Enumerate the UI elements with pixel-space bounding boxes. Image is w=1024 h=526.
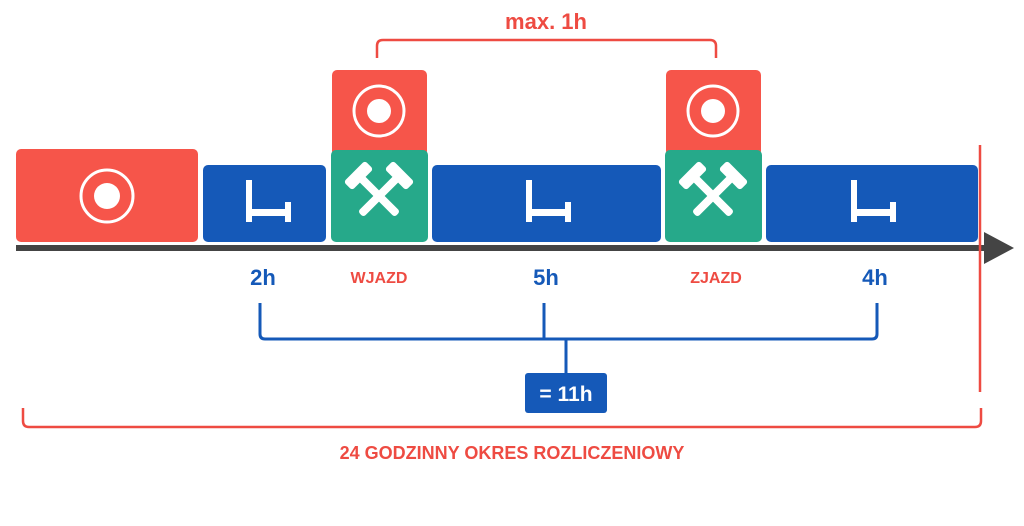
event-label-zjazd: ZJAZD [690, 270, 742, 287]
rest-sum-bracket [258, 303, 879, 341]
duration-label-4h: 4h [862, 265, 888, 290]
steering-target-icon [686, 84, 740, 138]
max-interval-label: max. 1h [505, 9, 587, 34]
segment-rest-2h [203, 165, 326, 242]
time-axis-arrow-icon [984, 232, 1014, 264]
bed-icon [246, 180, 291, 222]
rest-sum-box [525, 373, 607, 413]
period-bracket [21, 408, 983, 429]
duration-label-2h: 2h [250, 265, 276, 290]
event-label-wjazd: WJAZD [351, 270, 408, 287]
max-interval-bracket [375, 38, 718, 58]
bed-icon [526, 180, 571, 222]
segment-rest-5h [432, 165, 661, 242]
rest-sum-label: = 11h [539, 383, 592, 406]
crossed-hammers-icon [678, 161, 748, 216]
bed-icon [851, 180, 896, 222]
steering-target-icon [352, 84, 406, 138]
segment-rest-4h [766, 165, 978, 242]
time-axis [16, 245, 988, 251]
steering-target-icon [79, 168, 135, 224]
crossed-hammers-icon [344, 161, 414, 216]
duration-label-5h: 5h [533, 265, 559, 290]
period-label: 24 GODZINNY OKRES ROZLICZENIOWY [340, 443, 685, 463]
